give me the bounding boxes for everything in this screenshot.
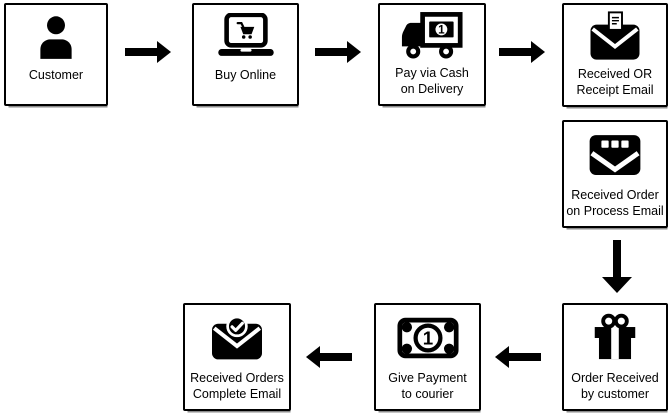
arrow-shaft (315, 48, 348, 56)
node-label: Received OR Receipt Email (575, 64, 654, 105)
gift-icon (594, 313, 636, 360)
node-label: Pay via Cash on Delivery (394, 63, 470, 104)
arrow-shaft (499, 48, 532, 56)
node-icon-wrap (586, 122, 644, 185)
node-icon-wrap: 1 (401, 5, 463, 63)
banknote-value: 1 (422, 328, 432, 349)
arrow-shaft (508, 353, 541, 361)
node-icon-wrap (215, 5, 277, 65)
node-buy-online: Buy Online (192, 3, 299, 106)
node-label: Received Orders Complete Email (189, 368, 285, 409)
node-label-line: Buy Online (214, 68, 277, 82)
node-label-line: on Process Email (566, 204, 664, 218)
node-icon-wrap (588, 305, 642, 368)
node-order-received: Order Received by customer (562, 303, 668, 411)
banknote-icon: 1 (396, 317, 459, 359)
node-icon-wrap (31, 5, 81, 65)
node-received-receipt: Received OR Receipt Email (562, 3, 668, 107)
envelope-receipt-icon (590, 11, 640, 60)
node-label-line: Received Orders (190, 371, 284, 385)
node-icon-wrap (208, 305, 266, 368)
node-label: Customer (28, 65, 84, 104)
node-label: Give Payment to courier (387, 368, 468, 409)
arrow-left-icon (306, 346, 352, 368)
arrow-head (347, 41, 361, 63)
arrow-shaft (613, 240, 621, 278)
arrow-head (602, 277, 632, 293)
node-label-line: by customer (580, 387, 650, 401)
node-received-complete: Received Orders Complete Email (183, 303, 291, 411)
node-label-line: Complete Email (192, 387, 282, 401)
person-icon (40, 15, 72, 59)
node-label-line: Customer (28, 68, 84, 82)
arrow-head (306, 346, 320, 368)
node-icon-wrap: 1 (396, 305, 459, 368)
arrow-shaft (125, 48, 158, 56)
node-icon-wrap (587, 5, 643, 64)
arrow-left-icon (495, 346, 541, 368)
arrow-head (531, 41, 545, 63)
truck-banknote-value: 1 (438, 23, 445, 36)
delivery-truck-cash-icon: 1 (401, 11, 463, 59)
arrow-right-icon (315, 41, 361, 63)
envelope-check-icon (212, 315, 262, 360)
node-received-process: Received Order on Process Email (562, 120, 668, 228)
node-label-line: on Delivery (400, 82, 464, 96)
envelope-processing-icon (589, 135, 641, 175)
node-label-line: Order Received (571, 371, 659, 385)
laptop-cart-icon (217, 12, 274, 56)
node-label: Order Received by customer (570, 368, 660, 409)
arrow-right-icon (499, 41, 545, 63)
node-label: Buy Online (214, 65, 277, 104)
node-label-line: Give Payment (388, 371, 467, 385)
arrow-head (157, 41, 171, 63)
node-label-line: Receipt Email (576, 83, 654, 97)
arrow-right-icon (125, 41, 171, 63)
node-give-payment: 1 Give Payment to courier (374, 303, 481, 411)
node-label-line: to courier (401, 387, 454, 401)
node-label-line: Pay via Cash (395, 66, 469, 80)
node-customer: Customer (4, 3, 108, 106)
node-label: Received Order on Process Email (565, 185, 664, 226)
arrow-shaft (319, 353, 352, 361)
node-pay-cod: 1 Pay via Cash on Delivery (378, 3, 486, 106)
arrow-head (495, 346, 509, 368)
arrow-down-icon (602, 240, 632, 293)
node-label-line: Received OR (577, 67, 653, 81)
node-label-line: Received Order (571, 188, 659, 202)
